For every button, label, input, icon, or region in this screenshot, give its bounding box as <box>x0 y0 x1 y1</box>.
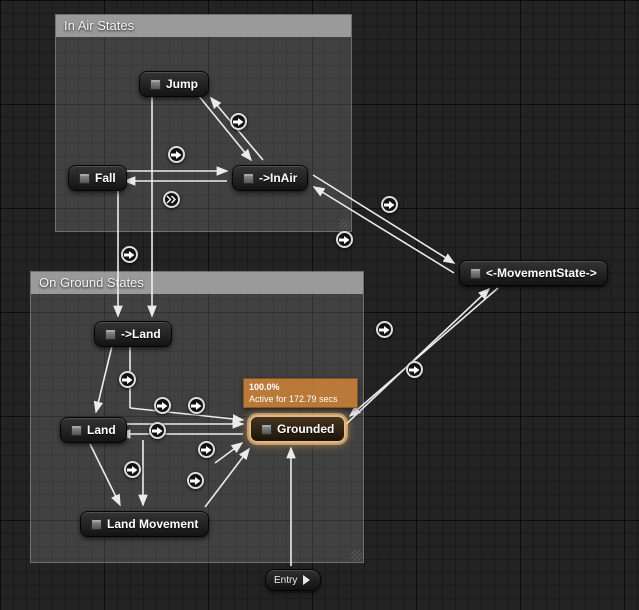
transition-icon[interactable] <box>163 191 180 208</box>
comment-title[interactable]: In Air States <box>56 15 351 37</box>
state-node-land-movement[interactable]: Land Movement <box>80 511 210 537</box>
state-label: Fall <box>95 171 116 185</box>
arrow-glyph <box>379 325 390 334</box>
comment-title[interactable]: On Ground States <box>31 272 363 294</box>
state-label: Land Movement <box>107 517 199 531</box>
state-label: <-MovementState-> <box>486 266 597 280</box>
active-state-tooltip: 100.0% Active for 172.79 secs <box>243 378 358 409</box>
state-node-land[interactable]: Land <box>60 417 127 443</box>
state-label: Grounded <box>277 422 335 436</box>
arrow-glyph <box>233 117 244 126</box>
arrow-glyph <box>127 465 138 474</box>
active-duration: Active for 172.79 secs <box>249 394 338 405</box>
state-node-jump[interactable]: Jump <box>139 71 210 97</box>
transition-icon[interactable] <box>187 472 204 489</box>
state-label: Land <box>87 423 116 437</box>
arrow-glyph <box>191 401 202 410</box>
state-label: ->InAir <box>259 171 298 185</box>
state-icon <box>243 172 254 184</box>
arrow-glyph <box>190 476 201 485</box>
arrow-glyph <box>409 365 420 374</box>
transition-icon[interactable] <box>188 397 205 414</box>
comment-box-in-air[interactable]: In Air States <box>55 14 352 232</box>
transition-icon[interactable] <box>119 371 136 388</box>
transition-icon[interactable] <box>154 397 171 414</box>
arrow-glyph <box>339 235 350 244</box>
state-label: ->Land <box>121 327 161 341</box>
state-icon <box>261 423 272 435</box>
transition-icon[interactable] <box>406 361 423 378</box>
arrow-glyph <box>157 401 168 410</box>
state-icon <box>91 518 102 530</box>
arrow-glyph <box>122 375 133 384</box>
state-icon <box>470 267 481 279</box>
entry-node[interactable]: Entry <box>265 569 322 591</box>
double-arrow-glyph <box>166 195 176 204</box>
transition-icon[interactable] <box>381 196 398 213</box>
arrow-glyph <box>124 250 135 259</box>
transition-icon[interactable] <box>121 246 138 263</box>
transition-icon[interactable] <box>336 231 353 248</box>
arrow-glyph <box>171 150 182 159</box>
state-node-grounded-active[interactable]: Grounded <box>249 415 347 443</box>
state-icon <box>79 172 90 184</box>
play-icon <box>303 575 315 585</box>
transition-icon[interactable] <box>230 113 247 130</box>
active-weight-percent: 100.0% <box>249 382 280 392</box>
state-icon <box>105 328 116 340</box>
state-node-to-land[interactable]: ->Land <box>94 321 172 347</box>
transition-icon[interactable] <box>124 461 141 478</box>
state-icon <box>150 78 161 90</box>
arrow-glyph <box>384 200 395 209</box>
transition-icon[interactable] <box>149 422 166 439</box>
arrow-glyph <box>201 445 212 454</box>
state-node-inair[interactable]: ->InAir <box>232 165 309 191</box>
arrow-glyph <box>152 426 163 435</box>
state-node-fall[interactable]: Fall <box>68 165 127 191</box>
state-node-movement-state[interactable]: <-MovementState-> <box>459 260 608 286</box>
entry-label: Entry <box>274 574 298 586</box>
transition-icon[interactable] <box>198 441 215 458</box>
transition-icon[interactable] <box>168 146 185 163</box>
state-label: Jump <box>166 77 199 91</box>
state-icon <box>71 424 82 436</box>
transition-icon[interactable] <box>376 321 393 338</box>
